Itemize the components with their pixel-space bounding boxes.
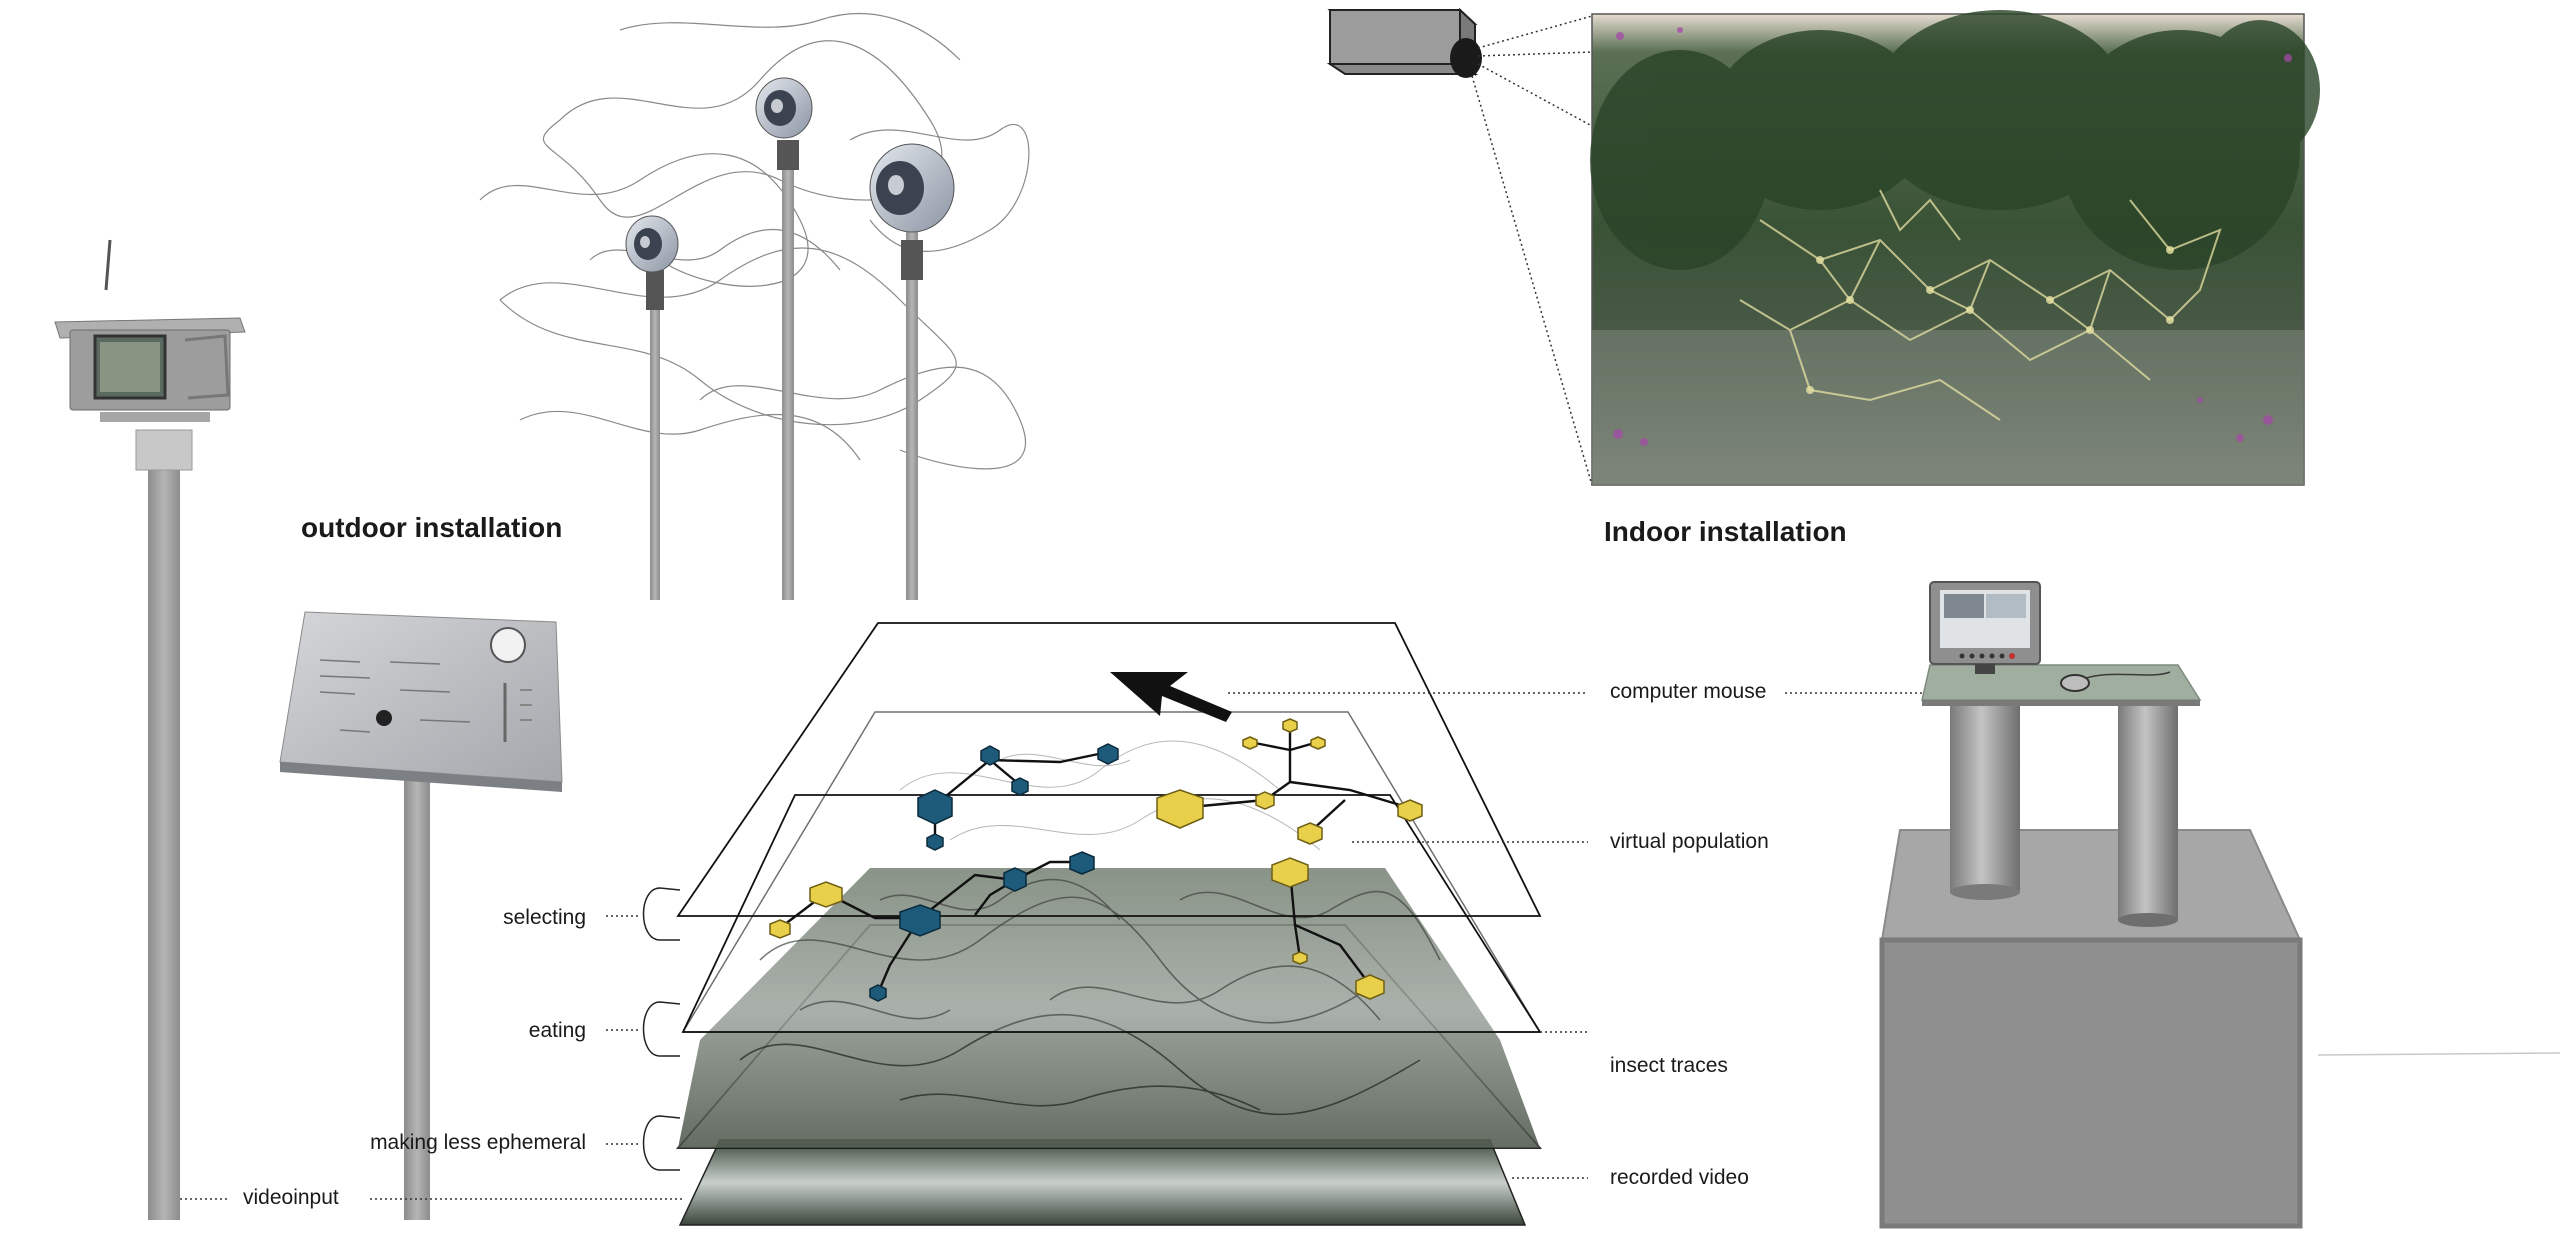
layer-selecting xyxy=(676,622,1542,917)
table-legs xyxy=(1950,700,2178,927)
label-making-less-ephemeral: making less ephemeral xyxy=(370,1131,586,1154)
insect-trace-cloud xyxy=(479,12,1030,470)
projection-beams xyxy=(1471,15,1593,486)
edge-line xyxy=(2317,1052,2560,1056)
leader-lines xyxy=(180,692,2060,1200)
speaker-pole-right xyxy=(901,230,923,600)
loudspeaker-icon xyxy=(755,77,813,139)
label-recorded-video: recorded video xyxy=(1610,1166,1749,1189)
layer-recorded-video xyxy=(678,1139,1527,1226)
layer-eating xyxy=(681,794,1542,1033)
label-virtual-population: virtual population xyxy=(1610,830,1769,853)
pedestal xyxy=(1879,829,2303,1229)
outdoor-installation-title: outdoor installation xyxy=(301,512,563,543)
camera-icon xyxy=(54,317,246,422)
loudspeaker-icon xyxy=(869,143,955,233)
projection-screen xyxy=(1590,10,2320,486)
projector-icon xyxy=(1326,7,1482,78)
indoor-installation-title: Indoor installation xyxy=(1604,516,1847,547)
camera-pole xyxy=(104,239,193,1220)
speaker-pole-middle xyxy=(777,140,799,600)
monitor-icon xyxy=(1929,581,2041,674)
label-computer-mouse: computer mouse xyxy=(1610,680,1767,703)
cursor-arrow-icon xyxy=(1110,672,1232,722)
layer-brackets xyxy=(642,887,681,1171)
label-videoinput: videoinput xyxy=(243,1186,339,1209)
speaker-pole-left xyxy=(646,255,664,600)
label-insect-traces: insect traces xyxy=(1610,1054,1728,1077)
label-selecting: selecting xyxy=(503,906,586,929)
control-panel-stand xyxy=(279,611,563,1220)
computer-mouse-icon xyxy=(2060,674,2090,692)
population-network xyxy=(769,718,1423,1002)
label-eating: eating xyxy=(528,1019,586,1042)
loudspeaker-icon xyxy=(625,215,679,273)
